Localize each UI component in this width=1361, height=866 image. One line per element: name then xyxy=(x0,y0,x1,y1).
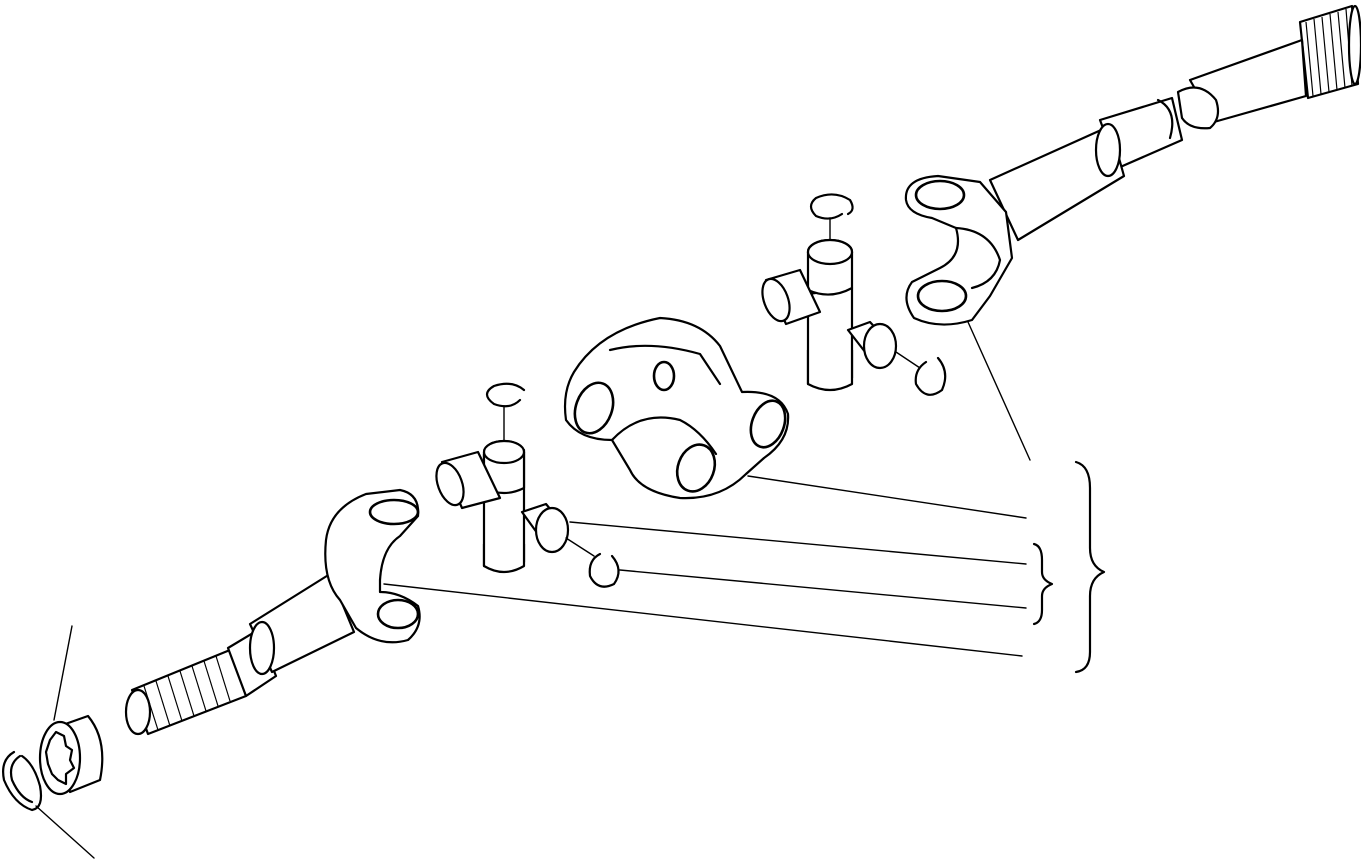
snap-ring-left-side xyxy=(588,552,620,588)
bearing xyxy=(38,714,104,796)
snap-ring-right-top xyxy=(809,193,854,220)
right-yoke xyxy=(904,174,1014,326)
snap-ring-left-top xyxy=(485,382,526,408)
universal-joint-cross-left xyxy=(435,439,570,574)
universal-joint-cross-right xyxy=(761,238,898,392)
snap-ring-right-side xyxy=(914,356,947,396)
center-double-yoke xyxy=(563,316,790,500)
small-brace xyxy=(1032,542,1054,626)
outer-axle-shaft xyxy=(988,4,1361,242)
snap-ring xyxy=(2,750,43,812)
leader-lines xyxy=(35,321,1031,859)
large-brace xyxy=(1074,460,1106,674)
left-yoke xyxy=(324,488,421,644)
inner-axle-shaft xyxy=(124,572,356,736)
